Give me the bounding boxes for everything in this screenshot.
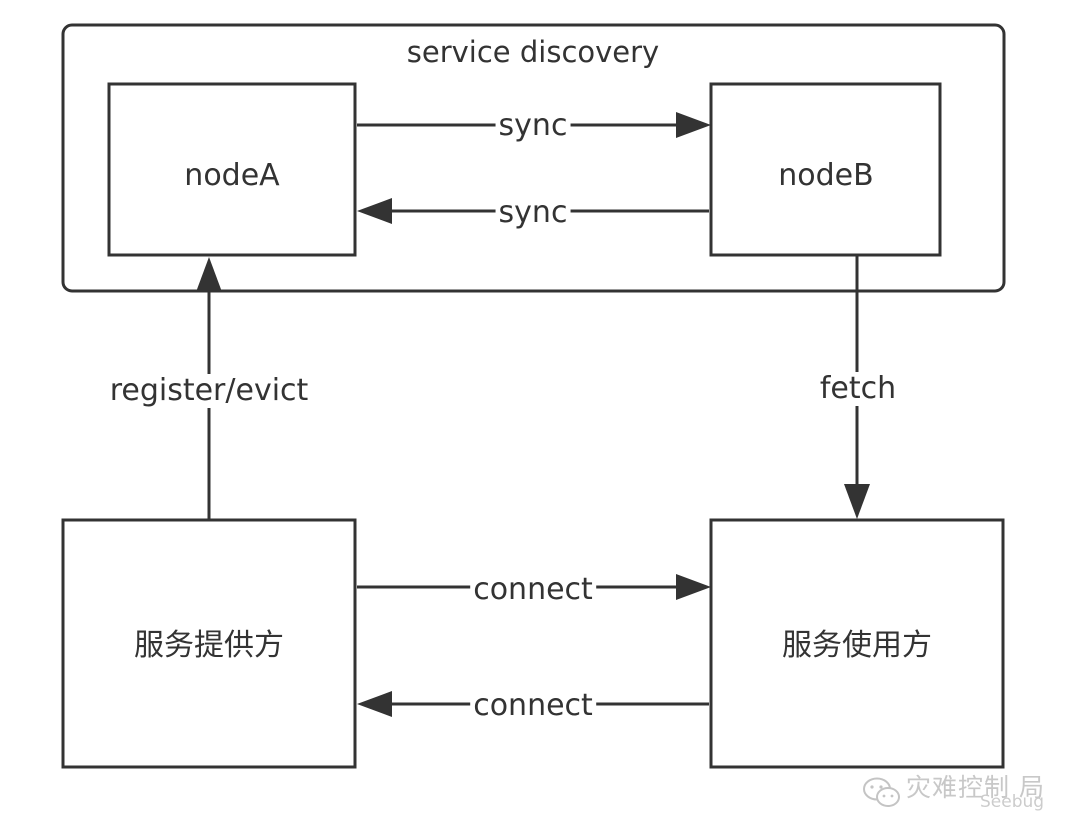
watermark: 灾难控制 局 Seebug <box>862 770 1045 826</box>
node-a-label: nodeA <box>184 158 280 193</box>
node-a-box <box>107 82 357 257</box>
fetch-label: fetch <box>816 372 900 406</box>
sync-a-to-b-label: sync <box>495 109 571 143</box>
consumer-box <box>709 518 1005 769</box>
sync-b-to-a-label: sync <box>495 196 571 230</box>
connect-provider-to-consumer-label: connect <box>470 573 596 607</box>
watermark-text: 灾难控制 局 <box>906 773 1045 802</box>
connect-consumer-to-provider-label: connect <box>470 689 596 723</box>
wechat-icon <box>863 777 900 807</box>
group-title: service discovery <box>406 35 660 69</box>
consumer-label: 服务使用方 <box>782 628 932 663</box>
fetch-arrow <box>844 256 870 519</box>
provider-box <box>61 518 357 769</box>
service-discovery-group <box>61 23 1006 293</box>
watermark-sub: Seebug <box>980 792 1045 812</box>
node-b-label: nodeB <box>778 158 874 193</box>
register-evict-label: register/evict <box>106 374 312 408</box>
provider-label: 服务提供方 <box>134 628 284 663</box>
node-b-box <box>709 82 942 257</box>
